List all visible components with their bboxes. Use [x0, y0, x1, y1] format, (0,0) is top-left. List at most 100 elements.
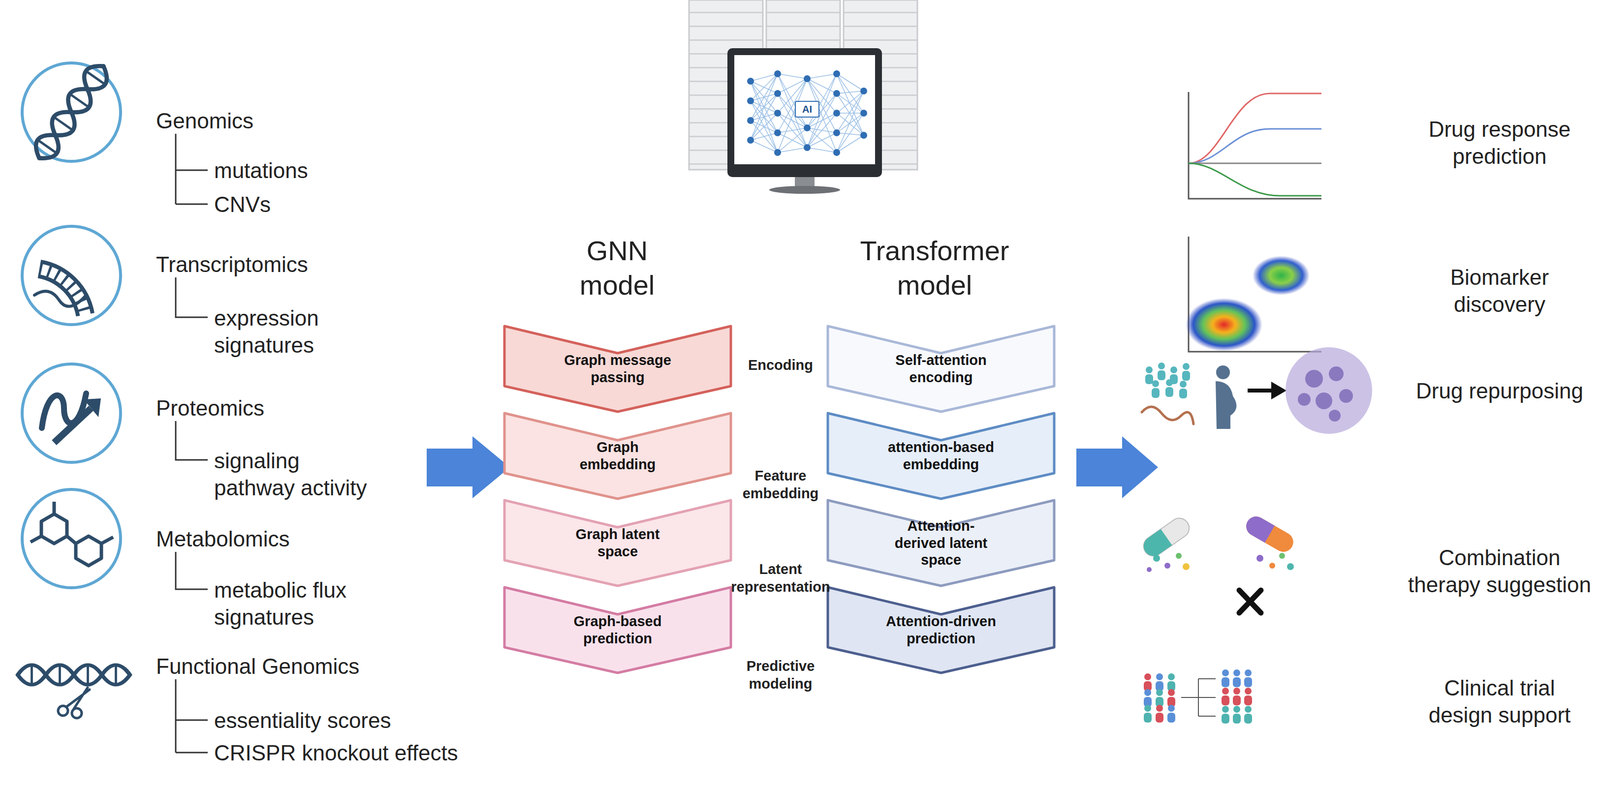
chevron-shape: [826, 324, 1056, 414]
application-label: Clinical trial design support: [1415, 674, 1584, 729]
chevron-outline: [504, 587, 731, 674]
pill-icons: [1139, 513, 1297, 614]
trial-icon: [1155, 705, 1164, 723]
network-link: [750, 81, 778, 153]
chevron-shape: [502, 324, 733, 414]
application-label: Biomarker discovery: [1415, 263, 1584, 318]
omics-feature: metabolic flux signatures: [214, 576, 362, 631]
network-link: [836, 91, 864, 114]
metabolomics-icon: [22, 489, 121, 589]
pill-icons: [1242, 513, 1297, 557]
omics-feature: mutations: [214, 156, 309, 185]
network-node: [774, 149, 782, 157]
network-link: [777, 73, 808, 79]
network-link: [777, 127, 808, 153]
flow-arrow: [426, 436, 510, 499]
transcriptomics-icon: [34, 291, 87, 307]
trial-icon: [1155, 689, 1164, 708]
trial-icon: [1244, 706, 1253, 724]
pill-icons: [1152, 529, 1172, 552]
trial-icon: [1143, 669, 1253, 724]
response-chart: [1188, 162, 1322, 165]
network-node: [833, 129, 841, 137]
network-link: [750, 93, 778, 141]
network-link: [807, 147, 837, 153]
monitor: [727, 48, 882, 194]
trial-icon: [1167, 689, 1176, 708]
network-link: [750, 73, 778, 121]
proteomics-icon: [54, 408, 92, 443]
chevron-outline: [504, 500, 731, 587]
pill-icons: [1242, 513, 1297, 557]
model-heading: Transformer model: [853, 233, 1016, 303]
repurposing-icon: [1328, 366, 1344, 382]
trial-icon: [1232, 669, 1241, 688]
network-link: [836, 135, 864, 153]
trial-icon: [1143, 689, 1152, 708]
trial-icon: [1167, 705, 1176, 723]
repurposing-icon: [1215, 381, 1237, 430]
network-node: [833, 90, 841, 97]
trial-icon: [1221, 669, 1230, 688]
network-node: [803, 144, 811, 152]
omics-category: Transcriptomics: [156, 250, 309, 279]
repurposing-icon: [1145, 366, 1154, 385]
chevron-outline: [827, 326, 1055, 412]
chevron-step: Graph latent space: [502, 499, 733, 588]
repurposing-icon: [1285, 347, 1373, 435]
repurposing-icon: [1247, 388, 1274, 393]
trial-icon: [1143, 673, 1152, 692]
trial-icon: [1167, 673, 1176, 692]
chevron-step: Attention-derived latent space: [826, 499, 1056, 588]
response-chart: [1188, 163, 1322, 196]
chevron-outline: [504, 413, 731, 500]
pill-icons: [1239, 590, 1261, 614]
network-link: [750, 113, 778, 141]
repurposing-icon: [1216, 365, 1230, 380]
step-label: Graph message passing: [553, 344, 682, 394]
metabolomics-icon: [22, 489, 121, 589]
pill-icons: [1182, 563, 1190, 571]
network-link: [836, 91, 864, 133]
model-heading: GNN model: [567, 233, 667, 303]
omics-category: Proteomics: [156, 394, 265, 422]
neural-network: [747, 70, 868, 157]
omics-category: Functional Genomics: [156, 653, 360, 681]
network-link: [836, 113, 864, 133]
repurposing-icon: [1165, 379, 1174, 398]
stage-label: Latent representation: [728, 560, 833, 597]
network-link: [807, 132, 837, 148]
network-link: [807, 73, 837, 79]
network-node: [833, 70, 841, 78]
chevron-step: Attention-driven prediction: [826, 586, 1056, 675]
chevron-outline: [504, 326, 731, 412]
network-node: [833, 109, 841, 117]
metabolomics-icon: [30, 501, 114, 544]
pill-icons: [1153, 555, 1161, 563]
network-node: [774, 109, 782, 117]
network-link: [777, 127, 808, 133]
step-label: Graph-based prediction: [568, 605, 667, 656]
flow-arrow: [1076, 436, 1159, 499]
network-node: [860, 131, 868, 139]
repurposing-icon: [1151, 380, 1160, 399]
omics-category: Genomics: [156, 107, 254, 135]
trial-icon: [1181, 679, 1216, 717]
pill-icons: [1139, 514, 1193, 561]
network-node: [860, 109, 868, 117]
repurposing-icon: [1157, 362, 1166, 381]
trial-icon: [1244, 669, 1253, 688]
pill-icons: [1175, 553, 1182, 560]
network-node: [803, 124, 811, 132]
omics-feature: expression signatures: [214, 304, 343, 359]
network-node: [774, 129, 782, 137]
repurposing-icon: [1297, 393, 1311, 407]
step-label: Attention-derived latent space: [891, 518, 991, 568]
chevron-step: Graph embedding: [502, 411, 733, 501]
density-plot: [1185, 298, 1263, 352]
network-link: [750, 140, 778, 153]
pill-icons: [1256, 555, 1264, 563]
repurposing-icon: [1141, 407, 1194, 425]
omics-feature: CRISPR knockout effects: [214, 739, 459, 767]
proteomics-icon: [22, 364, 121, 463]
